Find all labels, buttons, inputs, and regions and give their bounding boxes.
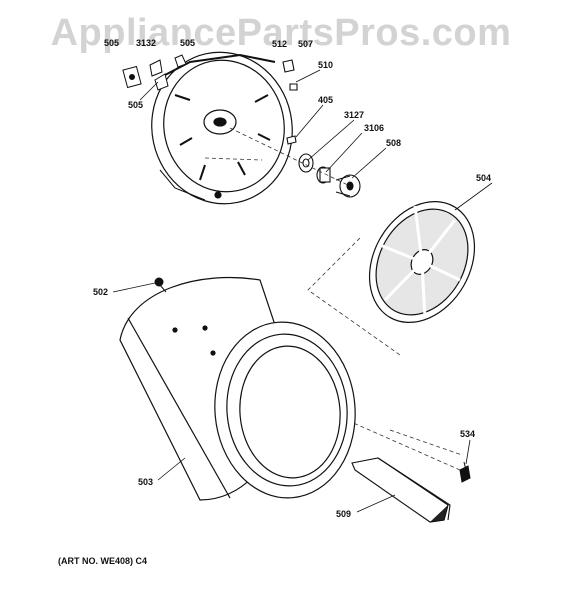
callout-3127: 3127 [344,110,364,120]
rear-bulkhead [151,51,293,205]
callout-534: 534 [460,429,475,439]
art-number-note: (ART NO. WE408) C4 [58,556,148,566]
callout-505-a: 505 [104,38,119,48]
callout-505-b: 505 [180,38,195,48]
callout-3132: 3132 [136,38,156,48]
dryer-drum [119,276,356,501]
drum-baffle [351,457,451,523]
bracket-parts [122,54,187,91]
callout-labels: 505 3132 505 505 512 507 510 405 3127 31… [93,38,491,519]
leader-lines [112,69,493,513]
callout-502: 502 [93,287,108,297]
callout-505-c: 505 [128,100,143,110]
callout-3106: 3106 [364,123,384,133]
screw-534 [459,461,471,483]
watermark: AppliancePartsPros.com [50,12,512,54]
bearing-hardware [282,59,361,198]
callout-509: 509 [336,509,351,519]
screw-502 [154,277,167,293]
callout-503: 503 [138,477,153,487]
callout-507: 507 [298,39,313,49]
callout-504: 504 [476,173,491,183]
callout-405: 405 [318,95,333,105]
callout-510: 510 [318,60,333,70]
front-disc [368,201,476,323]
callout-512: 512 [272,39,287,49]
callout-508: 508 [386,138,401,148]
